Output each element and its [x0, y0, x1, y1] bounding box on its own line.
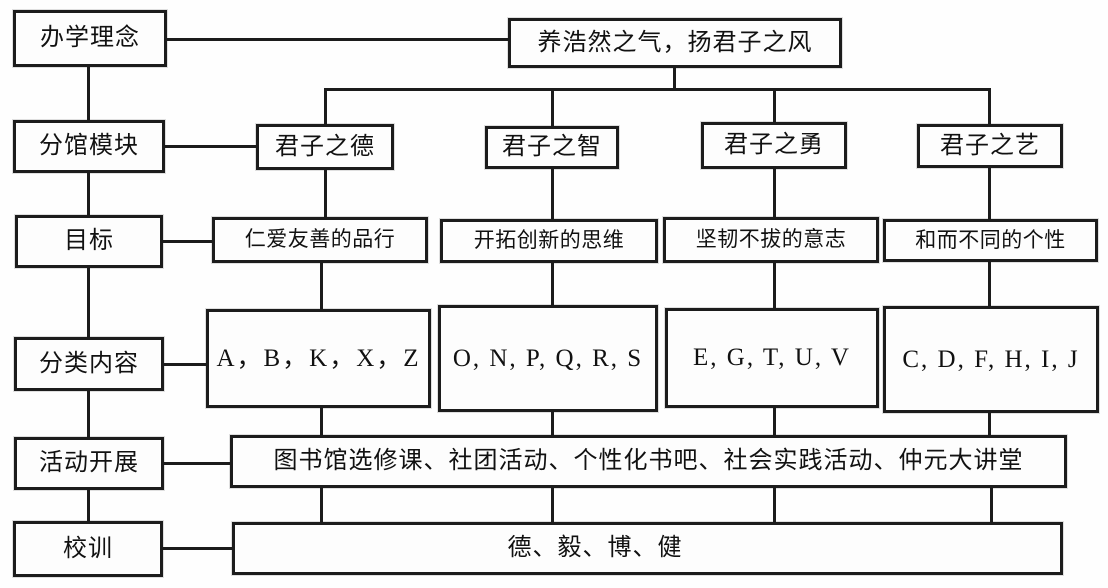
- motto-label-box: 校训: [13, 521, 163, 577]
- connector-concept-banner: [167, 38, 508, 41]
- connector-branch-drop-3: [773, 88, 776, 122]
- goals-label-box: 目标: [15, 215, 163, 268]
- module-box-yong: 君子之勇: [701, 122, 847, 169]
- connector-goal-cat-2: [551, 263, 554, 305]
- connector-goals-row: [163, 240, 212, 243]
- goal-box-willpower: 坚韧不拔的意志: [663, 217, 879, 263]
- concept-banner-box: 养浩然之气，扬君子之风: [508, 18, 842, 68]
- module-box-de: 君子之德: [256, 124, 394, 170]
- connector-act-motto-4: [990, 488, 993, 522]
- connector-categories-row: [164, 363, 206, 366]
- connector-goal-cat-4: [988, 262, 991, 306]
- connector-goal-cat-3: [773, 263, 776, 308]
- connector-mod-goal-2: [551, 169, 554, 219]
- motto-bar-box: 德、毅、博、健: [232, 522, 1063, 575]
- activities-bar-box: 图书馆选修课、社团活动、个性化书吧、社会实践活动、仲元大讲堂: [230, 435, 1067, 488]
- connector-spine-1: [87, 67, 90, 120]
- connector-mod-goal-4: [988, 168, 991, 219]
- connector-act-motto-2: [551, 488, 554, 522]
- connector-branch-rail: [324, 88, 991, 91]
- connector-banner-drop: [673, 68, 676, 90]
- connector-motto-row: [163, 547, 232, 550]
- goal-box-innovation: 开拓创新的思维: [440, 219, 658, 263]
- goal-box-virtue: 仁爱友善的品行: [212, 217, 428, 263]
- connector-spine-5: [87, 490, 90, 521]
- connector-branch-drop-2: [551, 88, 554, 126]
- goal-box-personality: 和而不同的个性: [883, 219, 1098, 262]
- connector-mod-goal-1: [324, 170, 327, 217]
- connector-modules-row: [165, 145, 256, 148]
- connector-spine-4: [87, 391, 90, 437]
- connector-spine-3: [87, 268, 90, 337]
- connector-spine-2: [87, 173, 90, 215]
- connector-act-motto-3: [773, 488, 776, 522]
- connector-cat-act-2: [551, 412, 554, 435]
- connector-activities-row: [164, 462, 230, 465]
- connector-branch-drop-4: [988, 88, 991, 124]
- connector-goal-cat-1: [320, 263, 323, 309]
- connector-mod-goal-3: [773, 169, 776, 217]
- category-box-1: A，B，K，X，Z: [206, 309, 431, 408]
- activities-label-box: 活动开展: [14, 437, 164, 490]
- connector-cat-act-1: [320, 408, 323, 435]
- connector-cat-act-4: [988, 413, 991, 435]
- connector-act-motto-1: [320, 488, 323, 522]
- category-box-3: E, G, T, U, V: [665, 308, 879, 408]
- category-box-2: O, N, P, Q, R, S: [438, 305, 658, 412]
- concept-label-box: 办学理念: [13, 10, 167, 67]
- module-box-zhi: 君子之智: [485, 126, 619, 169]
- connector-cat-act-3: [773, 408, 776, 435]
- module-box-yi: 君子之艺: [917, 124, 1063, 168]
- modules-label-box: 分馆模块: [13, 120, 165, 173]
- connector-branch-drop-1: [324, 88, 327, 124]
- category-box-4: C, D, F, H, I, J: [883, 306, 1099, 413]
- categories-label-box: 分类内容: [14, 337, 164, 391]
